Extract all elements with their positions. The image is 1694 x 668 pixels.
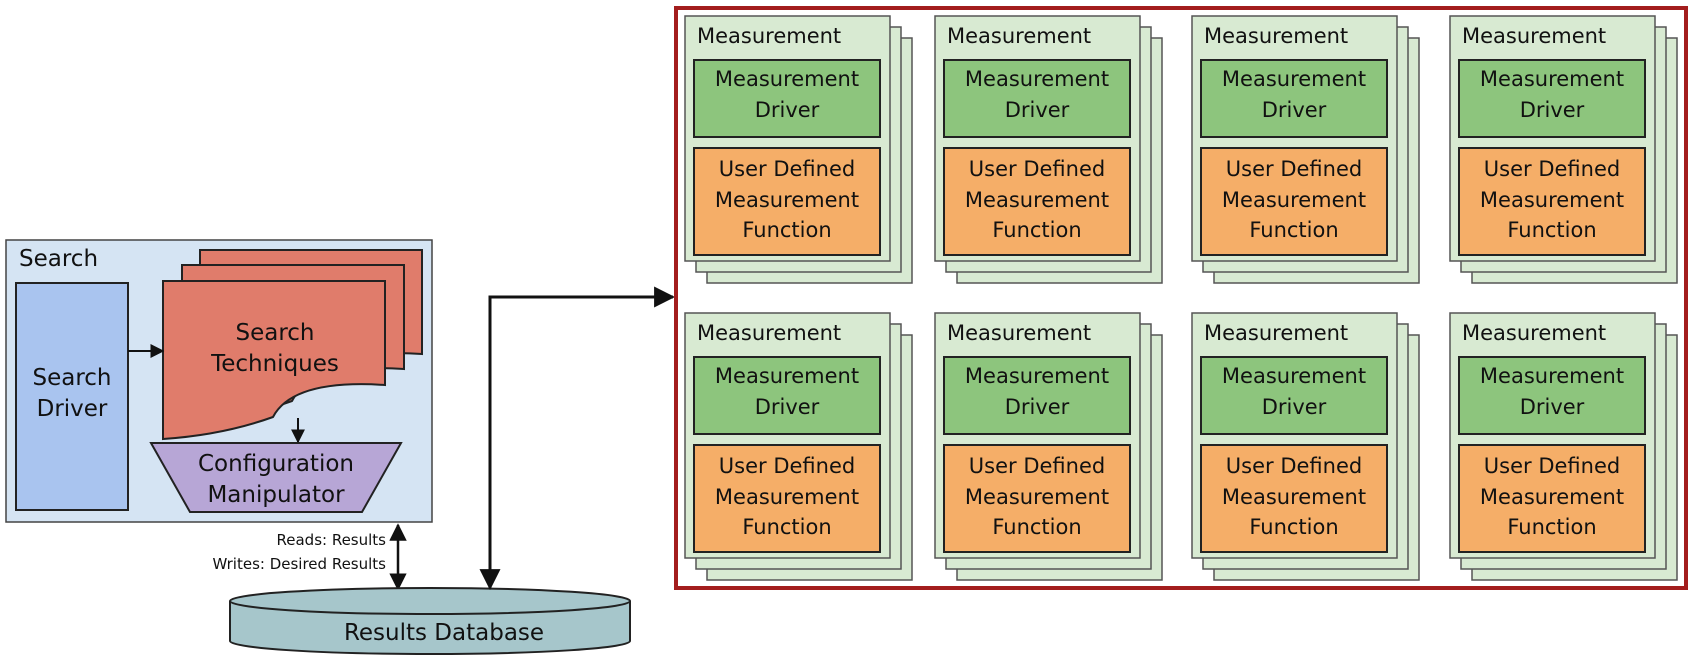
reads-label: Reads: Results: [277, 531, 387, 549]
measurement-driver-label-line-2: Driver: [1005, 98, 1070, 122]
measurement-driver-label-line-2: Driver: [1262, 395, 1327, 419]
measurement-driver-box: [1458, 59, 1646, 138]
measurement-function-box: [693, 147, 881, 256]
measurement-title: Measurement: [1462, 321, 1606, 345]
measurement-function-label-line-1: User Defined: [1484, 454, 1620, 478]
measurement-driver-label-line-2: Driver: [1005, 395, 1070, 419]
measurement-driver-label-line-1: Measurement: [965, 67, 1109, 91]
measurement-function-box: [1458, 147, 1646, 256]
search-techniques-stack: Search Techniques: [162, 249, 423, 441]
measurement-function-label-line-3: Function: [1249, 515, 1338, 539]
measurement-function-label-line-1: User Defined: [1226, 157, 1362, 181]
measurement-function-label-line-1: User Defined: [719, 157, 855, 181]
measurement-function-label-line-2: Measurement: [965, 188, 1109, 212]
configuration-manipulator: Configuration Manipulator: [149, 442, 403, 513]
measurement-driver-label-line-2: Driver: [1262, 98, 1327, 122]
measurement-function-label-line-3: Function: [1249, 218, 1338, 242]
measurement-driver-box: [943, 356, 1131, 435]
measurement-function-label-line-1: User Defined: [1226, 454, 1362, 478]
measurement-driver-label-line-2: Driver: [755, 98, 820, 122]
measurement-function-label-line-1: User Defined: [969, 157, 1105, 181]
manipulator-label-line-2: Manipulator: [207, 482, 345, 508]
measurement-driver-box: [693, 59, 881, 138]
measurement-driver-label-line-1: Measurement: [1480, 364, 1624, 388]
measurement-driver-label-line-1: Measurement: [1480, 67, 1624, 91]
measurement-function-box: [943, 444, 1131, 553]
measurement-driver-label-line-2: Driver: [1520, 395, 1585, 419]
measurement-function-label-line-2: Measurement: [1222, 188, 1366, 212]
search-driver-label-line-2: Driver: [37, 396, 108, 422]
measurement-driver-label-line-1: Measurement: [1222, 364, 1366, 388]
measurement-title: Measurement: [1204, 321, 1348, 345]
measurement-driver-label-line-2: Driver: [1520, 98, 1585, 122]
search-techniques-label-line-2: Techniques: [210, 351, 339, 377]
manipulator-label-line-1: Configuration: [198, 451, 354, 477]
measurement-function-label-line-2: Measurement: [1480, 188, 1624, 212]
measurement-function-label-line-2: Measurement: [715, 188, 859, 212]
measurement-function-label-line-3: Function: [992, 218, 1081, 242]
measurement-function-label-line-2: Measurement: [1480, 485, 1624, 509]
measurement-driver-box: [1200, 59, 1388, 138]
database-to-cluster-connector: [479, 286, 676, 591]
search-techniques-label-line-1: Search: [235, 320, 314, 346]
measurement-function-box: [943, 147, 1131, 256]
measurement-function-label-line-3: Function: [1507, 218, 1596, 242]
measurement-function-label-line-2: Measurement: [965, 485, 1109, 509]
measurement-function-label-line-2: Measurement: [1222, 485, 1366, 509]
search-driver: Search Driver: [15, 282, 129, 511]
writes-label: Writes: Desired Results: [212, 555, 386, 573]
measurement-driver-label-line-2: Driver: [755, 395, 820, 419]
measurement-title: Measurement: [697, 24, 841, 48]
measurement-driver-label-line-1: Measurement: [715, 67, 859, 91]
measurement-function-box: [693, 444, 881, 553]
measurement-driver-box: [1458, 356, 1646, 435]
search-driver-label-line-1: Search: [32, 365, 111, 391]
measurement-function-box: [1200, 147, 1388, 256]
measurement-title: Measurement: [697, 321, 841, 345]
measurement-function-label-line-2: Measurement: [715, 485, 859, 509]
measurement-function-label-line-1: User Defined: [969, 454, 1105, 478]
measurement-driver-label-line-1: Measurement: [965, 364, 1109, 388]
measurement-function-label-line-3: Function: [742, 515, 831, 539]
measurement-driver-box: [943, 59, 1131, 138]
measurement-title: Measurement: [947, 24, 1091, 48]
measurement-driver-box: [693, 356, 881, 435]
measurement-function-label-line-3: Function: [992, 515, 1081, 539]
results-database: Results Database: [229, 587, 631, 655]
search-panel-title: Search: [19, 246, 98, 272]
measurement-driver-label-line-1: Measurement: [1222, 67, 1366, 91]
measurement-function-label-line-3: Function: [1507, 515, 1596, 539]
measurement-driver-box: [1200, 356, 1388, 435]
measurement-title: Measurement: [1204, 24, 1348, 48]
measurement-function-label-line-1: User Defined: [1484, 157, 1620, 181]
measurement-driver-label-line-1: Measurement: [715, 364, 859, 388]
database-label: Results Database: [344, 620, 544, 646]
measurement-title: Measurement: [1462, 24, 1606, 48]
measurement-title: Measurement: [947, 321, 1091, 345]
measurement-function-label-line-1: User Defined: [719, 454, 855, 478]
measurement-function-label-line-3: Function: [742, 218, 831, 242]
measurement-function-box: [1458, 444, 1646, 553]
measurement-function-box: [1200, 444, 1388, 553]
